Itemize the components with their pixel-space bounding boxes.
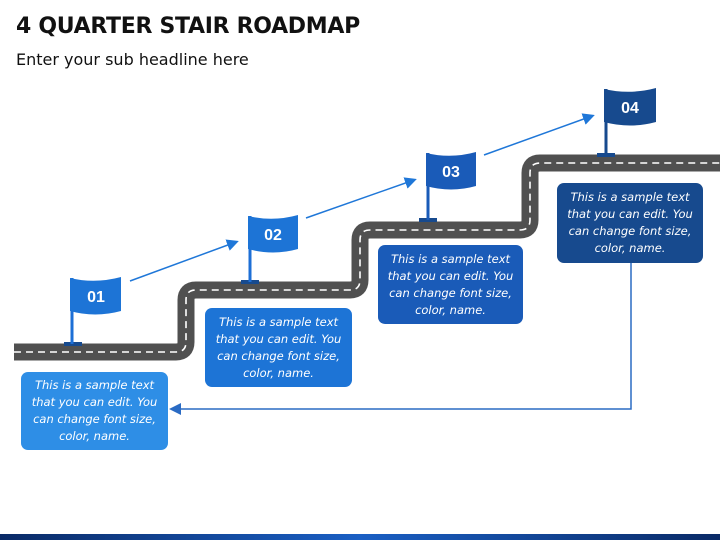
flag-01-banner xyxy=(70,277,121,315)
footer-bar xyxy=(0,534,720,540)
step-01-textbox: This is a sample text that you can edit.… xyxy=(21,372,168,450)
flag-02-banner xyxy=(248,215,298,253)
arrow-01-to-02 xyxy=(129,239,239,282)
flag-01-label: 01 xyxy=(87,289,105,306)
step-04-textbox: This is a sample text that you can edit.… xyxy=(557,183,703,263)
flag-01: 01 xyxy=(64,277,121,346)
road-center-line xyxy=(14,162,720,353)
flag-02: 02 xyxy=(241,215,298,284)
step-01-text: This is a sample text that you can edit.… xyxy=(31,378,158,443)
flag-04-label: 04 xyxy=(621,100,639,117)
step-03-text: This is a sample text that you can edit.… xyxy=(387,251,514,317)
flag-04-banner xyxy=(604,88,656,126)
flag-03-label: 03 xyxy=(442,164,460,181)
page-subtitle: Enter your sub headline here xyxy=(16,50,249,69)
step-02-text: This is a sample text that you can edit.… xyxy=(215,314,342,380)
flag-02-label: 02 xyxy=(264,227,282,244)
step-04-text: This is a sample text that you can edit.… xyxy=(567,190,693,255)
flag-03: 03 xyxy=(419,152,476,222)
flag-04: 04 xyxy=(597,88,656,157)
stair-road xyxy=(14,154,720,361)
page-title: 4 QUARTER STAIR ROADMAP xyxy=(16,14,360,39)
step-02-textbox: This is a sample text that you can edit.… xyxy=(205,308,352,387)
flag-03-banner xyxy=(426,152,476,190)
arrow-03-to-04 xyxy=(483,113,595,156)
step-03-textbox: This is a sample text that you can edit.… xyxy=(378,245,523,324)
arrow-02-to-03 xyxy=(305,177,417,219)
return-connector-arrow xyxy=(169,263,632,415)
